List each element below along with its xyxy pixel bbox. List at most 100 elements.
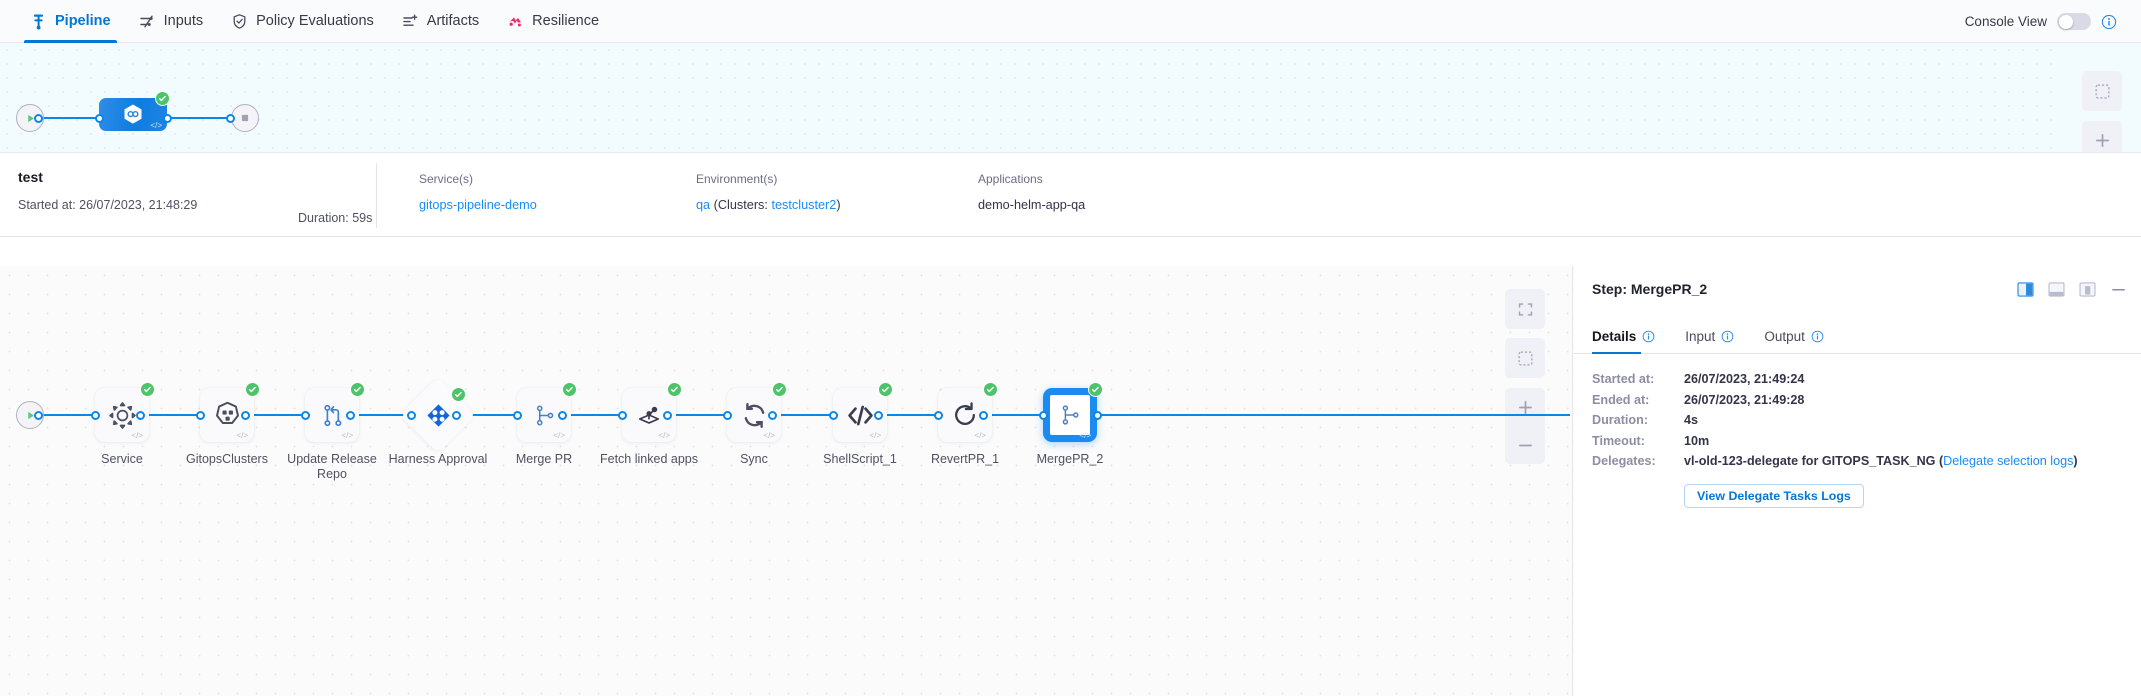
console-view-label: Console View xyxy=(1964,14,2047,29)
tab-details[interactable]: Details xyxy=(1592,329,1655,354)
update-release-repo-icon xyxy=(317,400,348,431)
edge xyxy=(454,414,540,416)
edge xyxy=(140,414,222,416)
applications-label: Applications xyxy=(978,172,1043,186)
status-success-icon xyxy=(350,382,365,397)
detail-key: Duration: xyxy=(1592,413,1648,427)
services-value[interactable]: gitops-pipeline-demo xyxy=(419,198,537,212)
port xyxy=(301,411,310,420)
tab-resilience[interactable]: Resilience xyxy=(493,0,613,43)
zoom-in-button[interactable] xyxy=(2082,121,2122,152)
execution-started-at: Started at: 26/07/2023, 21:48:29 xyxy=(18,198,197,212)
stage-graph-strip: </> test xyxy=(0,43,2141,153)
step-graph-canvas[interactable]: </> Service </> xyxy=(0,266,1573,696)
info-icon[interactable] xyxy=(1811,330,1824,343)
step-label-update-release-repo: Update Release Repo xyxy=(287,452,377,481)
detail-value: vl-old-123-delegate for GITOPS_TASK_NG (… xyxy=(1684,454,2078,468)
delegate-selection-logs-link[interactable]: Delegate selection logs xyxy=(1943,454,2074,468)
top-navigation: Pipeline Inputs Policy Evaluations xyxy=(0,0,2141,43)
code-glyph-icon: </> xyxy=(236,431,248,440)
duration-value: 59s xyxy=(352,211,373,225)
environments-value: qa (Clusters: testcluster2) xyxy=(696,198,841,212)
applications-value: demo-helm-app-qa xyxy=(978,198,1086,212)
step-node-harness-approval[interactable] xyxy=(411,388,465,442)
info-icon[interactable] xyxy=(2101,14,2117,30)
tab-output[interactable]: Output xyxy=(1764,329,1824,353)
clusters-suffix: ) xyxy=(836,198,841,212)
code-glyph-icon: </> xyxy=(763,431,775,440)
port xyxy=(934,411,943,420)
status-success-icon xyxy=(245,382,260,397)
step-node-update-release-repo[interactable]: </> xyxy=(305,388,359,442)
detail-row-timeout: Timeout: 10m xyxy=(1592,434,2123,448)
console-view-toggle[interactable] xyxy=(2057,13,2091,30)
tab-inputs[interactable]: Inputs xyxy=(125,0,218,43)
port xyxy=(136,411,145,420)
stage-hexagon-icon xyxy=(121,103,145,127)
status-success-icon xyxy=(1088,382,1103,397)
panel-float-layout-icon[interactable] xyxy=(2079,281,2096,297)
step-label-fetch-linked-apps: Fetch linked apps xyxy=(600,452,698,466)
inputs-icon xyxy=(139,13,156,30)
zoom-out-button[interactable] xyxy=(1505,426,1545,464)
info-icon[interactable] xyxy=(1642,330,1655,343)
gear-icon xyxy=(107,400,138,431)
status-success-icon xyxy=(878,382,893,397)
started-at-value: 26/07/2023, 21:48:29 xyxy=(79,198,198,212)
fullscreen-button[interactable] xyxy=(1505,289,1545,329)
stage-node-test[interactable]: </> xyxy=(99,98,167,131)
detail-key: Timeout: xyxy=(1592,433,1645,448)
detail-value: 26/07/2023, 21:49:24 xyxy=(1684,372,1805,386)
edge xyxy=(778,414,862,416)
port xyxy=(513,411,522,420)
console-view-control: Console View xyxy=(1965,0,2117,43)
view-delegate-tasks-logs-button[interactable]: View Delegate Tasks Logs xyxy=(1684,483,1864,508)
panel-right-layout-icon[interactable] xyxy=(2017,281,2034,297)
info-icon[interactable] xyxy=(1721,330,1734,343)
tab-artifacts[interactable]: Artifacts xyxy=(388,0,493,43)
step-detail-title: Step: MergePR_2 xyxy=(1592,281,1708,297)
environment-link[interactable]: qa xyxy=(696,198,711,212)
step-detail-layout-controls xyxy=(2017,281,2127,297)
summary-column-environments: Environment(s) qa (Clusters: testcluster… xyxy=(696,172,841,212)
tab-pipeline[interactable]: Pipeline xyxy=(16,0,125,43)
play-icon xyxy=(24,112,37,125)
zoom-in-button[interactable] xyxy=(1505,388,1545,426)
step-label-revertpr-1: RevertPR_1 xyxy=(930,452,1000,466)
cluster-link[interactable]: testcluster2 xyxy=(771,198,837,212)
pipeline-icon xyxy=(30,13,47,30)
port xyxy=(34,114,43,123)
step-node-revertpr-1[interactable]: </> xyxy=(938,388,992,442)
step-node-mergepr-2[interactable]: </> xyxy=(1043,388,1097,442)
panel-bottom-layout-icon[interactable] xyxy=(2048,281,2065,297)
divider xyxy=(376,163,377,228)
select-area-button[interactable] xyxy=(1505,338,1545,378)
edge xyxy=(886,414,967,416)
tab-details-label: Details xyxy=(1592,329,1637,344)
detail-value: 10m xyxy=(1684,433,1710,448)
pipeline-end-node[interactable] xyxy=(231,104,259,132)
execution-duration: Duration: 59s xyxy=(298,211,372,225)
graph-start-node[interactable] xyxy=(16,401,44,429)
minimize-icon[interactable] xyxy=(2110,282,2127,297)
port xyxy=(558,411,567,420)
port xyxy=(407,411,416,420)
edge xyxy=(351,414,429,416)
code-glyph-icon: </> xyxy=(658,431,670,440)
select-area-button[interactable] xyxy=(2082,71,2122,111)
tab-policy-evaluations[interactable]: Policy Evaluations xyxy=(217,0,388,43)
detail-key: Started at: xyxy=(1592,372,1655,386)
detail-row-duration: Duration: 4s xyxy=(1592,413,2123,427)
port xyxy=(346,411,355,420)
detail-key: Ended at: xyxy=(1592,392,1650,407)
sync-icon xyxy=(739,400,770,431)
tab-output-label: Output xyxy=(1764,329,1805,344)
status-success-icon xyxy=(772,382,787,397)
tab-input[interactable]: Input xyxy=(1685,329,1734,353)
resilience-icon xyxy=(507,13,524,30)
code-glyph-icon: </> xyxy=(553,431,565,440)
summary-column-services: Service(s) gitops-pipeline-demo xyxy=(419,172,537,212)
started-at-label: Started at: xyxy=(18,198,76,212)
tab-artifacts-label: Artifacts xyxy=(426,13,480,29)
